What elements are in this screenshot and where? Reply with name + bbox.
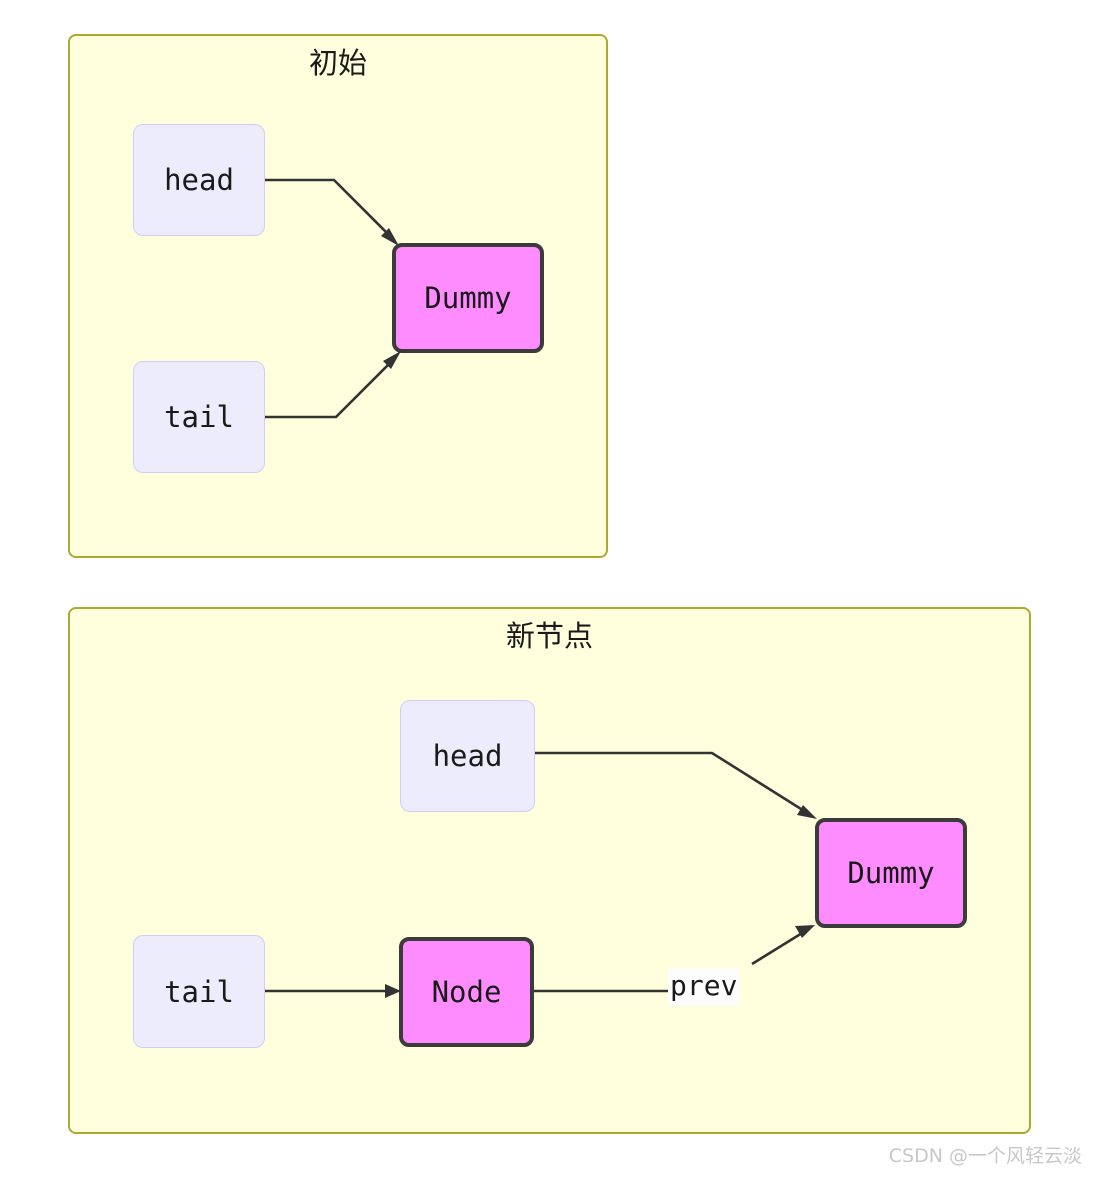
edge-label-prev: prev xyxy=(668,968,740,1006)
node-tail-initial[interactable]: tail xyxy=(133,361,265,473)
node-dummy-initial[interactable]: Dummy xyxy=(392,243,544,353)
panel-new-node-title: 新节点 xyxy=(505,619,593,653)
panel-initial-title: 初始 xyxy=(308,46,367,80)
node-head-newnode[interactable]: head xyxy=(400,700,535,812)
node-dummy-newnode[interactable]: Dummy xyxy=(815,818,967,928)
node-head-initial[interactable]: head xyxy=(133,124,265,236)
watermark-text: CSDN @一个风轻云淡 xyxy=(888,1145,1082,1167)
node-tail-newnode[interactable]: tail xyxy=(133,935,265,1048)
node-node-newnode[interactable]: Node xyxy=(399,937,534,1047)
